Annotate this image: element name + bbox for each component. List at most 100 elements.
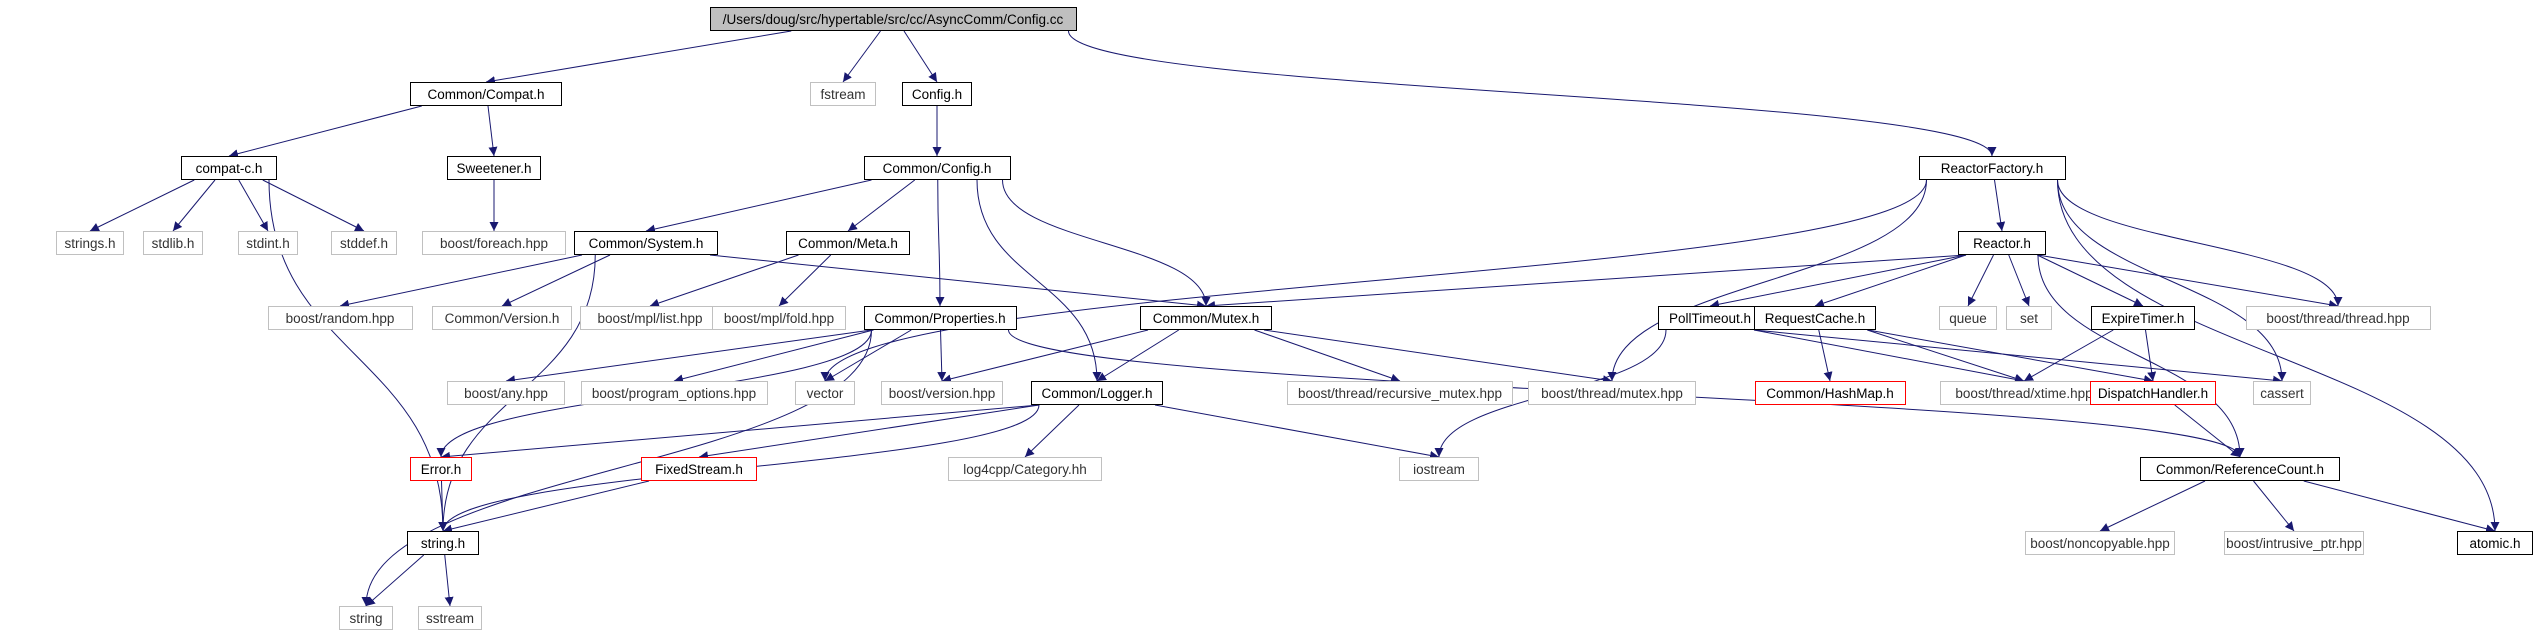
- node-hashmap[interactable]: Common/HashMap.h: [1754, 381, 1906, 405]
- edge-commonconfig-to-properties: [935, 179, 945, 307]
- edge-reactorfactory-to-cassert: [2057, 179, 2287, 382]
- edge-compatc-to-stddefh: [262, 179, 365, 232]
- edge-reactor-to-refcount: [2037, 254, 2245, 458]
- node-noncopyable: boost/noncopyable.hpp: [2025, 531, 2175, 555]
- node-requestcache[interactable]: RequestCache.h: [1754, 306, 1876, 330]
- edge-compat-to-sweetener: [487, 105, 498, 157]
- node-atomic[interactable]: atomic.h: [2457, 531, 2533, 555]
- edge-root-to-fstream: [842, 30, 881, 83]
- edge-errorh-to-stringh: [438, 480, 448, 532]
- node-log4cpp: log4cpp/Category.hh: [948, 457, 1102, 481]
- node-commonconfig[interactable]: Common/Config.h: [863, 156, 1011, 180]
- edge-reactor-to-queue: [1967, 254, 1994, 307]
- node-boostversion: boost/version.hpp: [881, 381, 1003, 405]
- edge-system-to-random: [339, 254, 583, 309]
- node-iostream: iostream: [1399, 457, 1479, 481]
- edge-mutex-to-recmutex: [1254, 329, 1401, 383]
- node-root[interactable]: /Users/doug/src/hypertable/src/cc/AsyncC…: [709, 7, 1077, 31]
- node-compat[interactable]: Common/Compat.h: [410, 82, 562, 106]
- edge-expiretimer-to-dispatch: [2145, 329, 2157, 382]
- node-fixedstream[interactable]: FixedStream.h: [641, 457, 757, 481]
- edge-requestcache-to-dispatch: [1867, 329, 2154, 384]
- edge-reactorfactory-to-reactor: [1994, 179, 2006, 232]
- edge-properties-to-any: [505, 329, 872, 385]
- edge-commonconfig-to-mutex: [1002, 179, 1211, 307]
- node-logger[interactable]: Common/Logger.h: [1031, 381, 1163, 405]
- edge-reactorfactory-to-threadmutex: [1607, 179, 1927, 382]
- node-reactorfactory[interactable]: ReactorFactory.h: [1918, 156, 2066, 180]
- edge-reactor-to-requestcache: [1814, 254, 1967, 308]
- edge-meta-to-mplfold: [778, 254, 832, 307]
- edge-logger-to-errorh: [440, 404, 1040, 461]
- edge-properties-to-vector: [824, 329, 912, 382]
- node-xtime: boost/thread/xtime.hpp: [1939, 381, 2109, 405]
- node-set: set: [2006, 306, 2052, 330]
- node-stringh[interactable]: string.h: [407, 531, 479, 555]
- node-mpllist: boost/mpl/list.hpp: [580, 306, 720, 330]
- edge-commonconfig-to-system: [645, 179, 872, 234]
- node-intrusive: boost/intrusive_ptr.hpp: [2224, 531, 2364, 555]
- node-thread: boost/thread/thread.hpp: [2245, 306, 2431, 330]
- edge-stringh-to-string: [365, 554, 425, 607]
- edge-system-to-mutex: [709, 254, 1207, 310]
- node-version: Common/Version.h: [432, 306, 572, 330]
- edge-polltimeout-to-cassert: [1753, 329, 2283, 385]
- node-errorh[interactable]: Error.h: [410, 457, 472, 481]
- node-stdlibh: stdlib.h: [143, 231, 203, 255]
- edge-reactorfactory-to-thread: [2057, 179, 2343, 307]
- node-meta[interactable]: Common/Meta.h: [786, 231, 910, 255]
- node-queue: queue: [1939, 306, 1997, 330]
- edge-reactor-to-mutex: [1205, 254, 1967, 310]
- node-system[interactable]: Common/System.h: [574, 231, 718, 255]
- edge-system-to-version: [501, 254, 611, 307]
- edge-expiretimer-to-xtime: [2023, 329, 2114, 382]
- edge-refcount-to-noncopyable: [2099, 480, 2206, 532]
- edge-properties-to-progopts: [673, 329, 874, 384]
- node-compatc[interactable]: compat-c.h: [181, 156, 277, 180]
- edge-dispatch-to-refcount: [2174, 404, 2241, 458]
- edge-mutex-to-threadmutex: [1263, 329, 1613, 385]
- node-sstream: sstream: [418, 606, 482, 630]
- edge-polltimeout-to-xtime: [1753, 329, 2025, 384]
- edge-reactorfactory-to-vector: [820, 179, 1927, 382]
- node-properties[interactable]: Common/Properties.h: [863, 306, 1017, 330]
- node-random: boost/random.hpp: [267, 306, 413, 330]
- node-foreach: boost/foreach.hpp: [422, 231, 566, 255]
- edge-refcount-to-atomic: [2303, 480, 2496, 534]
- node-reactor[interactable]: Reactor.h: [1958, 231, 2046, 255]
- edge-compat-to-compatc: [228, 105, 422, 159]
- edge-logger-to-fixedstream: [698, 404, 1040, 461]
- edge-fixedstream-to-stringh: [442, 480, 650, 534]
- node-polltimeout[interactable]: PollTimeout.h: [1658, 306, 1762, 330]
- node-stdinth: stdint.h: [238, 231, 298, 255]
- node-stddefh: stddef.h: [331, 231, 397, 255]
- edge-compatc-to-stringsh: [89, 179, 195, 232]
- node-fstream: fstream: [810, 82, 876, 106]
- edge-compatc-to-stdlibh: [172, 179, 216, 232]
- edge-root-to-compat: [485, 30, 792, 85]
- edge-reactor-to-expiretimer: [2037, 254, 2144, 307]
- node-mutex[interactable]: Common/Mutex.h: [1140, 306, 1272, 330]
- node-stringsh: strings.h: [56, 231, 124, 255]
- node-recmutex: boost/thread/recursive_mutex.hpp: [1287, 381, 1513, 405]
- node-expiretimer[interactable]: ExpireTimer.h: [2091, 306, 2195, 330]
- edge-root-to-configh: [903, 30, 938, 83]
- node-refcount[interactable]: Common/ReferenceCount.h: [2140, 457, 2340, 481]
- edge-mutex-to-boostversion: [941, 329, 1149, 384]
- edge-reactorfactory-to-atomic: [2057, 179, 2500, 532]
- node-threadmutex: boost/thread/mutex.hpp: [1528, 381, 1696, 405]
- node-configh[interactable]: Config.h: [902, 82, 972, 106]
- node-progopts: boost/program_options.hpp: [580, 381, 768, 405]
- edge-meta-to-mpllist: [649, 254, 799, 308]
- node-string: string: [339, 606, 393, 630]
- edge-requestcache-to-xtime: [1867, 329, 2025, 383]
- edge-reactor-to-set: [2008, 254, 2030, 307]
- node-vector: vector: [795, 381, 855, 405]
- node-mplfold: boost/mpl/fold.hpp: [712, 306, 846, 330]
- edge-logger-to-log4cpp: [1024, 404, 1080, 458]
- edge-properties-to-boostversion: [937, 329, 947, 382]
- node-dispatch[interactable]: DispatchHandler.h: [2090, 381, 2216, 405]
- edge-refcount-to-intrusive: [2253, 480, 2295, 532]
- node-sweetener[interactable]: Sweetener.h: [447, 156, 541, 180]
- edge-requestcache-to-hashmap: [1818, 329, 1833, 382]
